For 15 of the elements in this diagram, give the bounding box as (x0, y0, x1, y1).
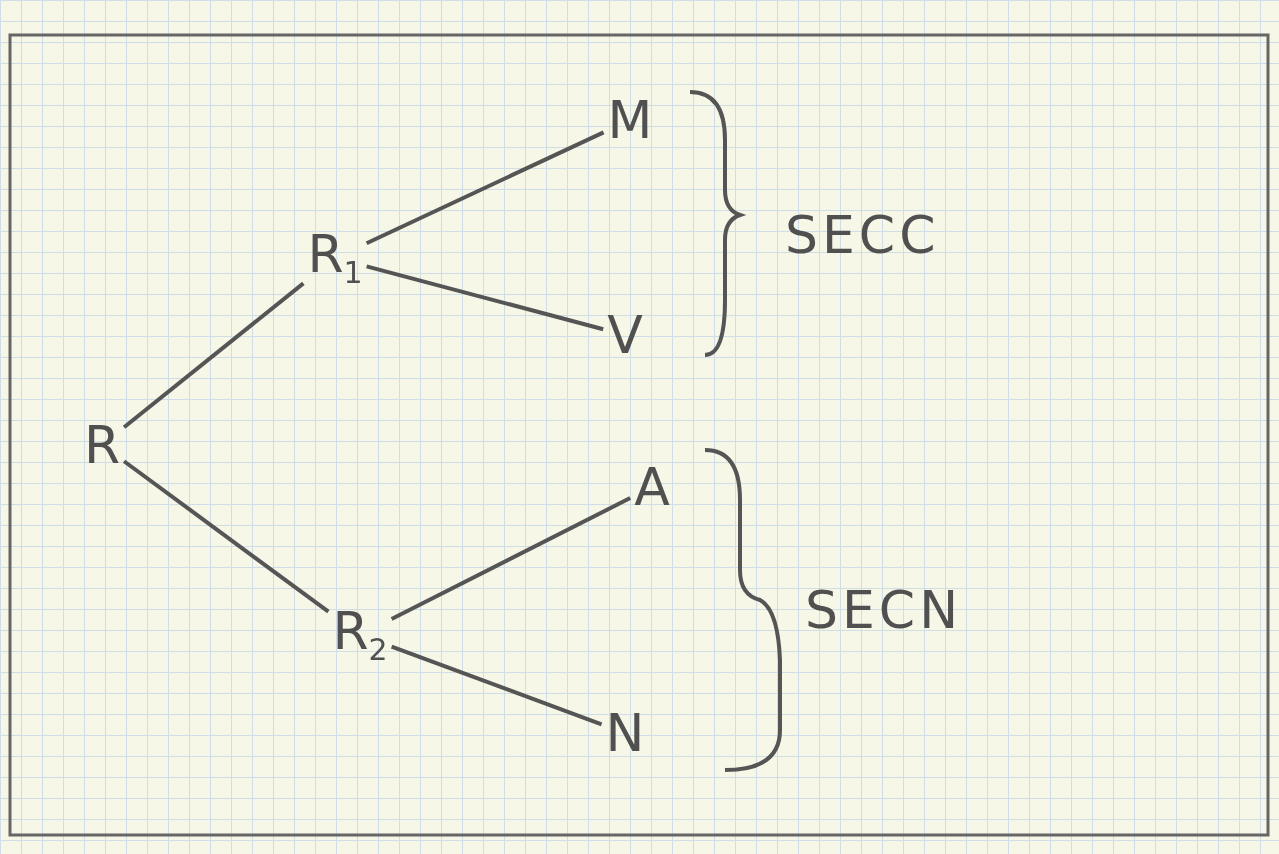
connector-line (365, 130, 605, 246)
node-label: R$_{1}$ (303, 223, 367, 293)
node-label: M (603, 90, 657, 150)
group-label: SECN (805, 580, 963, 640)
connector-line (122, 459, 330, 614)
node-label: R (79, 415, 125, 475)
connector-line (390, 644, 603, 727)
node-label: N (601, 703, 649, 763)
group-label: SECC (785, 205, 940, 265)
connector-line (122, 281, 305, 429)
node-label: R$_{2}$ (328, 600, 392, 670)
node-label: V (603, 305, 647, 365)
node-label: A (630, 457, 674, 517)
connector-line (366, 264, 604, 332)
connector-line (390, 496, 632, 621)
